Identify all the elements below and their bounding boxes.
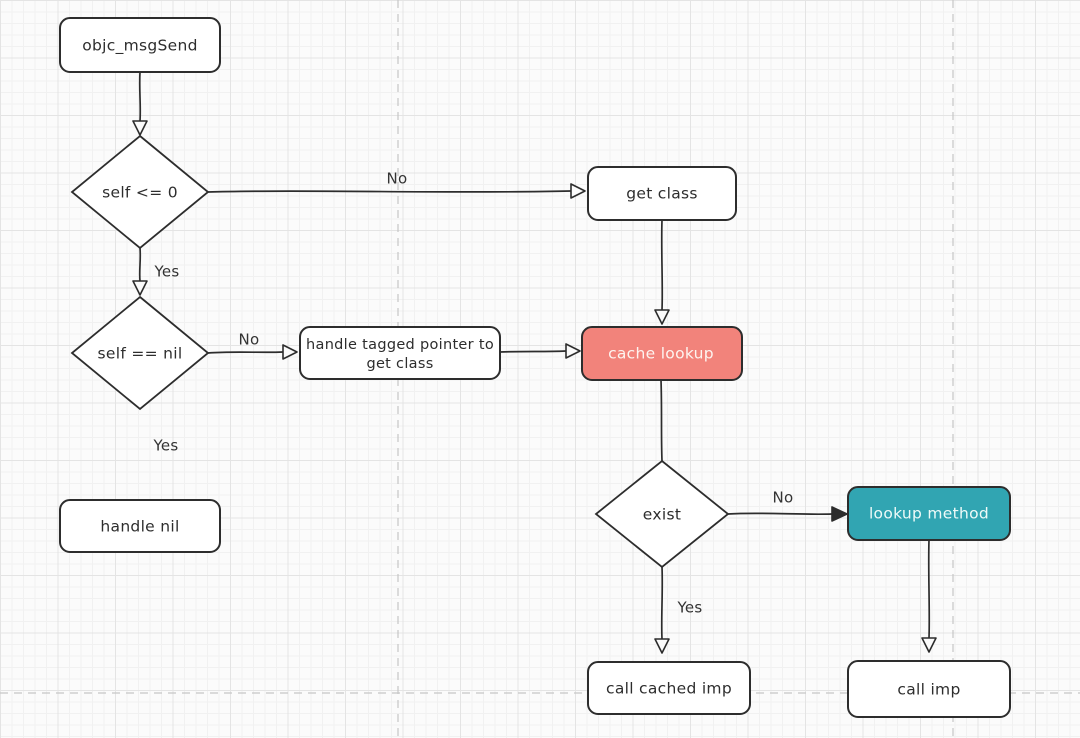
node-call-imp[interactable]: call imp xyxy=(847,660,1011,718)
node-cache-lookup[interactable]: cache lookup xyxy=(581,326,743,381)
nodes: objc_msgSend self <= 0 get class self ==… xyxy=(59,17,1011,718)
node-call-imp-shape[interactable] xyxy=(847,660,1011,718)
node-handle-nil[interactable]: handle nil xyxy=(59,499,221,553)
arrowhead-down-icon xyxy=(921,637,937,653)
edge-handletagged-to-cachelookup xyxy=(499,350,567,353)
node-self-eq-nil[interactable]: self == nil xyxy=(70,295,210,411)
node-objc-msgsend-shape[interactable] xyxy=(59,17,221,73)
node-call-cached-imp-label: call cached imp xyxy=(606,680,732,698)
node-get-class-shape[interactable] xyxy=(587,166,737,221)
node-handle-tagged-pointer-label-line2: get class xyxy=(366,356,433,372)
node-cache-lookup-label: cache lookup xyxy=(608,345,714,363)
node-self-lte-0[interactable]: self <= 0 xyxy=(70,134,210,250)
node-lookup-method[interactable]: lookup method xyxy=(847,486,1011,541)
node-objc-msgsend[interactable]: objc_msgSend xyxy=(59,17,221,73)
node-self-eq-nil-label: self == nil xyxy=(98,345,183,363)
node-self-lte-0-label: self <= 0 xyxy=(102,184,178,202)
label-yes-exist: Yes xyxy=(676,599,702,617)
node-call-cached-imp-shape[interactable] xyxy=(587,661,751,715)
edge-exist-to-lookupmethod xyxy=(727,512,833,516)
node-objc-msgsend-label: objc_msgSend xyxy=(82,37,198,56)
edge-cachelookup-to-exist xyxy=(660,379,663,462)
node-handle-tagged-pointer-shape[interactable] xyxy=(299,326,501,380)
label-no-exist: No xyxy=(773,489,794,507)
node-cache-lookup-shape[interactable] xyxy=(581,326,743,381)
node-lookup-method-shape[interactable] xyxy=(847,486,1011,541)
edge-selflte0-to-getclass xyxy=(207,190,572,193)
arrowhead-down-icon xyxy=(654,638,670,654)
node-call-cached-imp[interactable]: call cached imp xyxy=(587,661,751,715)
edge-selfeqnil-to-handletagged xyxy=(207,351,284,354)
arrowhead-down-icon xyxy=(132,120,148,136)
node-exist[interactable]: exist xyxy=(594,459,730,569)
edge-labels: No Yes No Yes No Yes xyxy=(152,170,793,617)
node-exist-shape[interactable] xyxy=(594,459,730,569)
node-exist-label: exist xyxy=(643,506,681,524)
edge-getclass-to-cachelookup xyxy=(660,219,664,311)
arrowhead-right-icon xyxy=(282,344,298,360)
label-yes-selfeqnil: Yes xyxy=(152,437,178,455)
edge-exist-to-callcachedimp xyxy=(660,566,664,640)
node-self-eq-nil-shape[interactable] xyxy=(70,295,210,411)
node-get-class[interactable]: get class xyxy=(587,166,737,221)
node-call-imp-label: call imp xyxy=(897,681,960,699)
arrowhead-right-solid-icon xyxy=(831,506,848,522)
edge-msgsend-to-selflte0 xyxy=(138,71,142,122)
node-handle-nil-label: handle nil xyxy=(100,518,179,536)
edge-selflte0-to-selfeqnil xyxy=(138,247,142,282)
node-handle-tagged-pointer[interactable]: handle tagged pointer to get class xyxy=(299,326,501,380)
node-handle-tagged-pointer-label-line1: handle tagged pointer to xyxy=(306,337,494,353)
edge-lookupmethod-to-callimp xyxy=(927,539,931,639)
label-yes-selflte0: Yes xyxy=(153,263,179,281)
arrowhead-right-icon xyxy=(565,343,581,359)
node-lookup-method-label: lookup method xyxy=(869,505,989,523)
arrowhead-right-icon xyxy=(570,183,586,199)
edges xyxy=(132,71,937,654)
label-no-selflte0: No xyxy=(387,170,408,188)
arrowhead-down-icon xyxy=(654,309,670,325)
node-self-lte-0-shape[interactable] xyxy=(70,134,210,250)
node-handle-nil-shape[interactable] xyxy=(59,499,221,553)
arrowhead-down-icon xyxy=(132,280,148,296)
node-get-class-label: get class xyxy=(626,185,698,203)
label-no-selfeqnil: No xyxy=(239,331,260,349)
